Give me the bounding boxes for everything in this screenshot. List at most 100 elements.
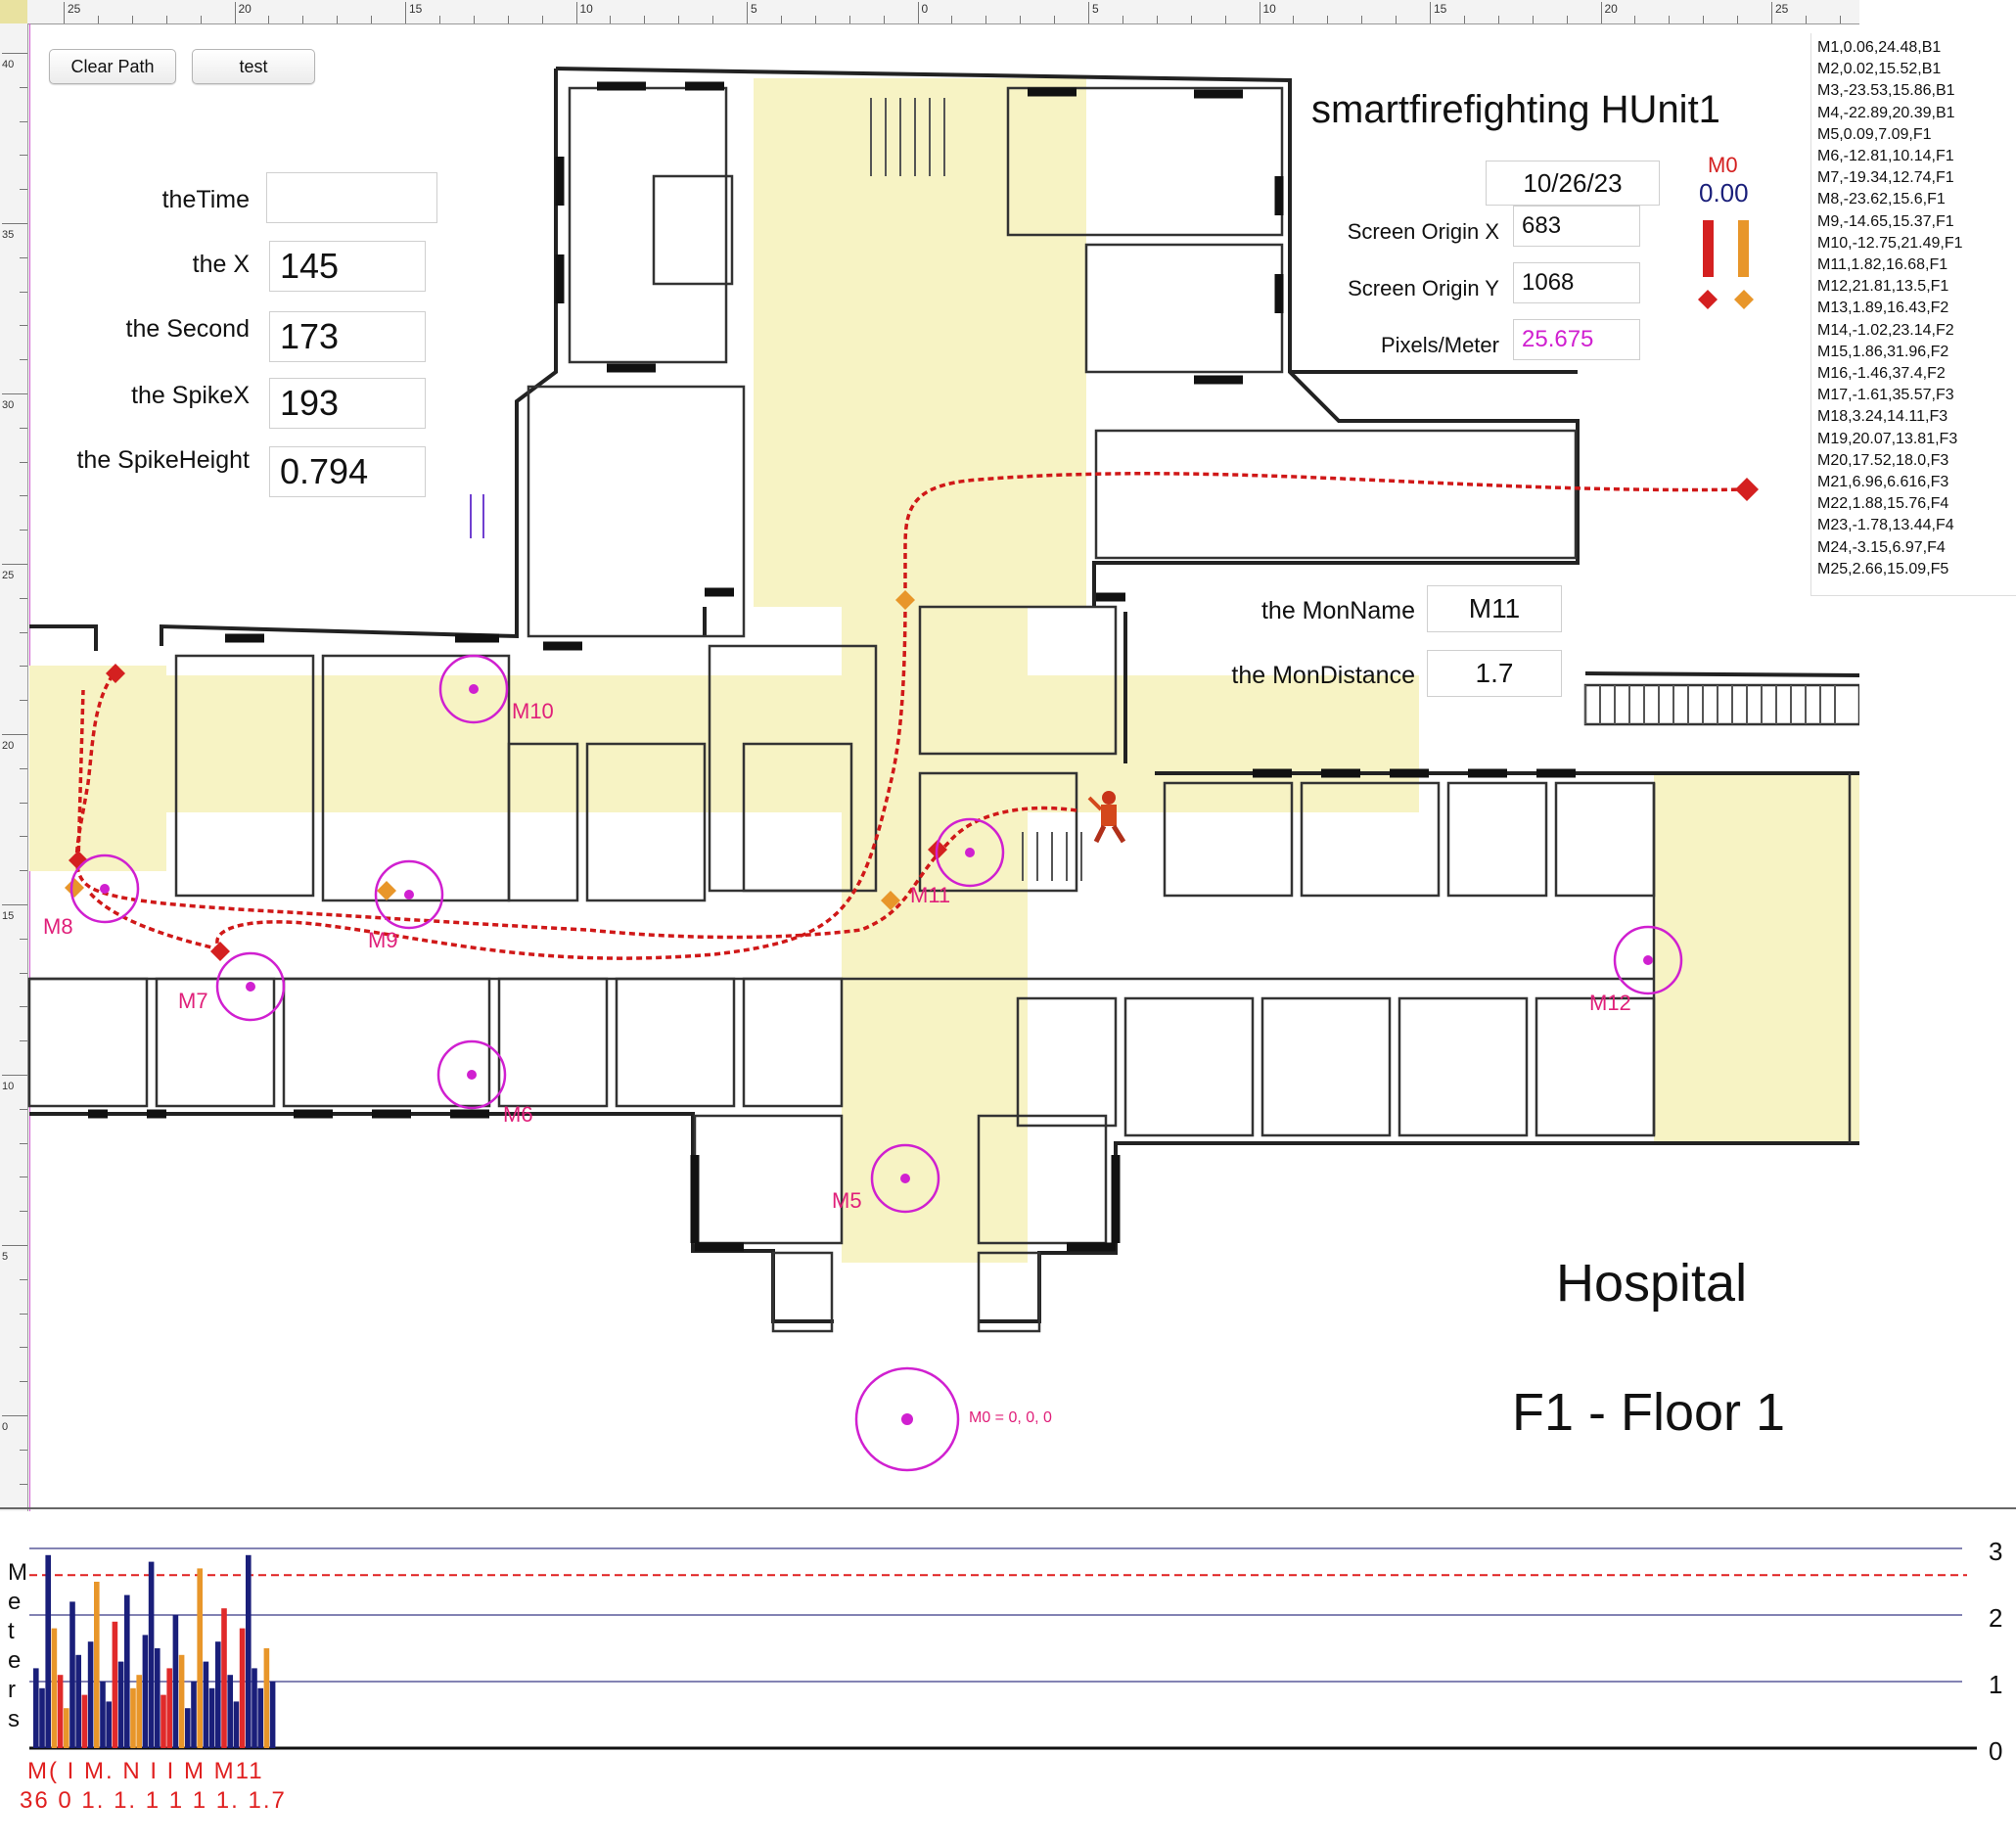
chart-bar [178,1654,185,1748]
marker-list-item[interactable]: M4,-22.89,20.39,B1 [1817,104,1955,121]
clear-path-button[interactable]: Clear Path [49,49,176,84]
marker-list-item[interactable]: M14,-1.02,23.14,F2 [1817,321,1954,339]
marker-list-item[interactable]: M13,1.89,16.43,F2 [1817,300,1949,317]
ruler-tick [20,1142,27,1144]
ruler-tick [20,495,27,497]
spikex-field[interactable]: 193 [269,378,426,429]
marker-list-item[interactable]: M9,-14.65,15.37,F1 [1817,212,1954,230]
ruler-tick [2,1245,27,1246]
monname-field[interactable]: M11 [1427,585,1562,632]
chart-bar [94,1582,100,1748]
ruler-tick [473,16,475,23]
ruler-label: 10 [2,1081,15,1092]
marker-list-item[interactable]: M16,-1.46,37.4,F2 [1817,365,1946,383]
time-label: theTime [161,186,250,213]
marker-list-item[interactable]: M20,17.52,18.0,F3 [1817,451,1949,469]
ruler-label: 25 [1775,2,1789,16]
marker-list-item[interactable]: M8,-23.62,15.6,F1 [1817,191,1946,208]
ruler-tick [20,597,27,599]
time-field[interactable] [266,172,437,223]
path-trace [74,472,1748,960]
corridor-fill [29,78,1859,1263]
origin-y-field[interactable]: 1068 [1513,262,1640,303]
marker-list-item[interactable]: M5,0.09,7.09,F1 [1817,125,1932,143]
mondistance-label: the MonDistance [1231,662,1415,689]
x-field[interactable]: 145 [269,241,426,292]
ruler-tick [541,16,543,23]
chart-bar [172,1615,179,1748]
ruler-tick [438,16,440,23]
ruler-tick [2,1075,27,1076]
marker-list-item[interactable]: M21,6.96,6.616,F3 [1817,474,1949,491]
date-field[interactable]: 10/26/23 [1486,161,1660,206]
marker-list-item[interactable]: M6,-12.81,10.14,F1 [1817,148,1954,165]
marker-list-item[interactable]: M2,0.02,15.52,B1 [1817,61,1942,78]
ruler-tick [1396,16,1397,23]
marker-list-item[interactable]: M23,-1.78,13.44,F4 [1817,517,1954,534]
ruler-tick [64,2,65,23]
ruler-tick [20,86,27,88]
ruler-tick [1463,16,1465,23]
spikex-label: the SpikeX [131,382,250,409]
marker-list-item[interactable]: M11,1.82,16.68,F1 [1817,256,1948,274]
ruler-tick [20,836,27,838]
ruler-tick [2,904,27,905]
marker-list-item[interactable]: M10,-12.75,21.49,F1 [1817,234,1963,252]
marker-list-item[interactable]: M25,2.66,15.09,F5 [1817,560,1949,577]
building-label: Hospital [1556,1254,1748,1313]
mondistance-field[interactable]: 1.7 [1427,650,1562,697]
chart-bar [160,1694,166,1748]
x-label: the X [192,251,250,278]
pixels-per-meter-field[interactable]: 25.675 [1513,319,1640,360]
chart-bar [117,1661,124,1748]
marker-list-item[interactable]: M3,-23.53,15.86,B1 [1817,82,1955,100]
chart-bar [130,1687,136,1748]
ruler-tick [1497,16,1499,23]
marker-list-item[interactable]: M12,21.81,13.5,F1 [1817,278,1949,296]
origin-x-field[interactable]: 683 [1513,206,1640,247]
ruler-tick [20,700,27,702]
marker-list-item[interactable]: M22,1.88,15.76,F4 [1817,495,1949,513]
chart-bar [45,1554,51,1748]
chart-bar [239,1628,246,1748]
chart-bar [57,1675,64,1748]
second-field[interactable]: 173 [269,311,426,362]
ruler-tick [20,666,27,668]
chart-bar [257,1687,263,1748]
ruler-tick [20,189,27,191]
marker-list-item[interactable]: M18,3.24,14.11,F3 [1817,408,1948,426]
test-button[interactable]: test [192,49,315,84]
ruler-tick [1600,2,1602,23]
orange-level-bar [1738,220,1749,277]
ruler-tick [917,2,919,23]
map-marker-label: M11 [910,883,951,907]
ruler-tick [20,1483,27,1485]
marker-list-item[interactable]: M17,-1.61,35.57,F3 [1817,387,1954,404]
y-axis-letter: s [8,1706,20,1732]
chart-bar [136,1675,142,1748]
ruler-tick [20,802,27,804]
red-level-bar [1703,220,1714,277]
ruler-tick [507,16,509,23]
map-marker-label: M6 [503,1102,533,1127]
spikeheight-field[interactable]: 0.794 [269,446,426,497]
ruler-tick [1634,16,1636,23]
chart-bar [233,1701,240,1748]
origin-x-label: Screen Origin X [1347,219,1499,244]
marker-list-item[interactable]: M24,-3.15,6.97,F4 [1817,538,1946,556]
marker-list-item[interactable]: M15,1.86,31.96,F2 [1817,343,1949,360]
y-axis-letter: r [8,1677,16,1703]
ruler-tick [20,1040,27,1042]
chart-bar [100,1682,106,1748]
ruler-corner [0,0,28,24]
ruler-tick [1737,16,1739,23]
marker-list-item[interactable]: M19,20.07,13.81,F3 [1817,430,1958,447]
ruler-tick [1327,16,1329,23]
ruler-label: 20 [1604,2,1618,16]
second-label: the Second [125,315,251,343]
marker-list-item[interactable]: M7,-19.34,12.74,F1 [1817,169,1954,187]
ruler-tick [814,16,816,23]
marker-list-item[interactable]: M1,0.06,24.48,B1 [1817,39,1942,56]
